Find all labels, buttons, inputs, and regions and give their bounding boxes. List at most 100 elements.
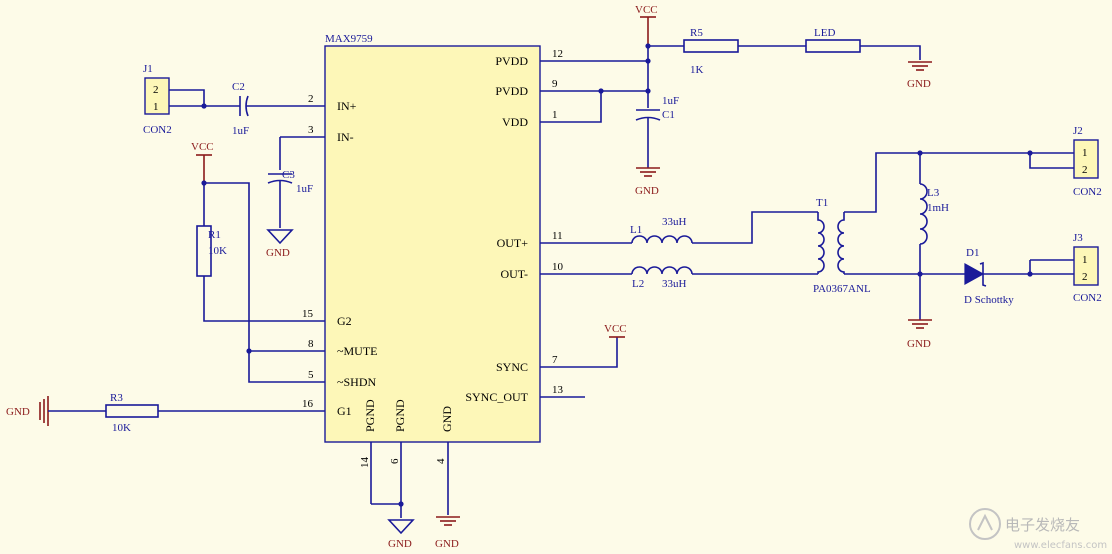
j3-body [1073,246,1099,286]
pin-num-mute: 8 [308,338,314,350]
gnd-symbol-l3: GND [907,319,932,350]
junction-pvdd9 [645,88,651,94]
pin-name-sync-out: SYNC_OUT [465,390,528,404]
r5-value: 1K [690,64,704,76]
wire-sync-vcc [580,337,618,368]
watermark-logo-mark [977,513,993,531]
pin-name-g2: G2 [337,314,352,328]
inductor-l2: L2 33uH [631,266,693,290]
l2-value: 33uH [662,278,687,290]
pin-name-g1: G1 [337,404,352,418]
c3-plate-b [267,179,293,184]
wire-vcc-shdn [204,182,290,383]
wire-j3 [1029,259,1074,275]
pin-name-sync: SYNC [496,360,528,374]
pin-name-pvdd-9: PVDD [495,84,528,98]
pin-num-shdn: 5 [308,369,314,381]
pin-num-pvdd-12: 12 [552,48,563,60]
watermark: 电子发烧友 www.elecfans.com [969,508,1107,551]
c1-plate-b [635,116,661,121]
gnd-triangle-icon [266,229,294,245]
gnd-label-r3: GND [6,406,30,418]
junction-pvdd12 [645,58,651,64]
pin-name-in-plus: IN+ [337,99,357,113]
diode-d1: D1 D Schottky [964,247,1014,306]
l3-coil-icon [919,183,928,245]
r5-ref: R5 [690,27,703,39]
connector-j1: J1 2 1 CON2 [143,63,172,136]
vcc-label-top: VCC [635,4,658,16]
l3-ref: L3 [927,187,940,199]
watermark-logo-icon [969,508,1001,540]
resistor-r5: R5 1K [683,27,739,76]
wire-j2 [1029,152,1074,169]
t1-value: PA0367ANL [813,283,871,295]
pin-num-g2: 15 [302,308,314,320]
pin-name-pvdd-12: PVDD [495,54,528,68]
vcc-symbol-r1: VCC [191,141,214,183]
j1-ref: J1 [143,63,153,75]
pin-name-pgnd-14: PGND [363,399,377,432]
j2-pin-1: 1 [1082,147,1088,159]
inductor-l1: L1 33uH [630,216,693,244]
ic-max9759: MAX9759 2 IN+ 3 IN- 15 G2 8 ~MUTE 5 ~SHD… [280,33,585,518]
pin-name-vdd: VDD [502,115,528,129]
c3-value: 1uF [296,183,313,195]
gnd-symbol-c1: GND [635,167,660,197]
j1-body [144,77,170,115]
junction-j3 [1027,271,1033,277]
pin-num-in-plus: 2 [308,93,314,105]
inductor-l3: L3 1mH [919,183,949,245]
led-body [805,39,861,53]
pin-name-gnd-4: GND [440,406,454,432]
watermark-text: 电子发烧友 [1005,516,1080,534]
junction-j2 [1027,150,1033,156]
junction-mute [246,348,252,354]
j2-type: CON2 [1073,186,1102,198]
pin-name-out-minus: OUT- [500,267,528,281]
r3-body [105,404,159,418]
c3-ref: C3 [282,169,295,181]
j1-pin-1: 1 [153,101,159,113]
junction-pgnd [398,501,404,507]
resistor-r1: R1 10K [196,225,227,277]
vcc-label-sync: VCC [604,323,627,335]
capacitor-c3: C3 1uF [267,169,313,195]
d1-triangle-icon [964,262,985,286]
resistor-r3: R3 10K [105,392,159,434]
led-part: LED [805,27,861,53]
connector-j3: J3 1 2 CON2 [1073,232,1102,304]
junction-vdd [598,88,604,94]
vcc-label-r1: VCC [191,141,214,153]
gnd-symbol-pgnd: GND [387,519,415,550]
r1-ref: R1 [208,229,221,241]
pin-name-out-plus: OUT+ [497,236,529,250]
pin-num-sync: 7 [552,354,558,366]
c2-ref: C2 [232,81,245,93]
j2-ref: J2 [1073,125,1083,137]
c1-value: 1uF [662,95,679,107]
l3-value: 1mH [927,202,949,214]
j3-type: CON2 [1073,292,1102,304]
j3-pin-1: 1 [1082,254,1088,266]
j3-pin-2: 2 [1082,271,1088,283]
j1-pin-2: 2 [153,84,159,96]
capacitor-c2: C2 1uF [232,81,249,137]
gnd-label-c1: GND [635,185,659,197]
t1-secondary [837,212,845,274]
ic-body [324,45,541,443]
wire-t1-top [844,152,1030,213]
pin-num-gnd-4: 4 [435,458,447,464]
junction-j1 [201,103,207,109]
gnd-symbol-ic: GND [435,516,460,550]
pin-num-out-plus: 11 [552,230,563,242]
gnd-symbol-r3: GND [6,396,49,426]
pin-num-pgnd-6: 6 [389,458,401,464]
pin-num-out-minus: 10 [552,261,564,273]
c2-value: 1uF [232,125,249,137]
vcc-symbol-sync: VCC [604,323,627,338]
pin-name-pgnd-6: PGND [393,399,407,432]
wire-l1-t1 [692,211,818,244]
junction-l3-bottom [917,271,923,277]
